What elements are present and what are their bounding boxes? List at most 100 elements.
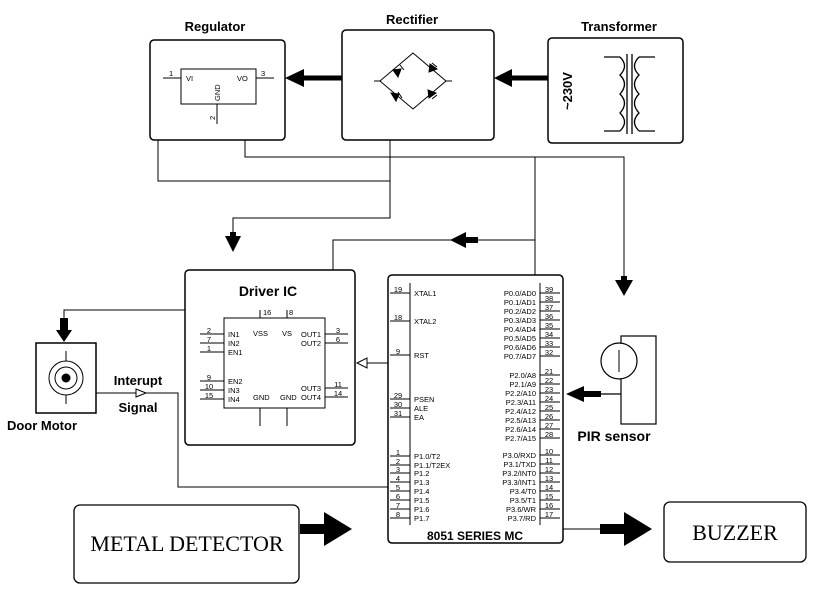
door-motor-label: Door Motor [7, 418, 77, 433]
mc-left-pin-num: 7 [396, 501, 400, 510]
transformer-title: Transformer [581, 19, 657, 34]
mc-right-pin-num: 22 [545, 376, 553, 385]
mc-right-pin-num: 34 [545, 330, 553, 339]
mc-left-pin-name: ALE [414, 404, 428, 413]
driver-right-pin-name: OUT4 [301, 393, 321, 402]
mc-left-pin-name: EA [414, 413, 424, 422]
mc-left-pin-name: P1.0/T2 [414, 452, 440, 461]
mc-right-pin-num: 10 [545, 447, 553, 456]
rectifier-title: Rectifier [386, 12, 438, 27]
mc-left-pin-name: XTAL2 [414, 317, 436, 326]
mc-right-pin-name: P0.7/AD7 [504, 352, 536, 361]
driver-left-pin-num: 1 [207, 344, 211, 353]
driver-ic-chip [223, 317, 326, 409]
regulator-chip [180, 68, 257, 105]
driver-gnd2: GND [280, 393, 297, 402]
mc-title: 8051 SERIES MC [427, 529, 523, 543]
mc-left-pin-name: P1.6 [414, 505, 429, 514]
mc-right-pin-name: P0.4/AD4 [504, 325, 536, 334]
mc-left-pin-num: 8 [396, 510, 400, 519]
driver-left-pin-name: IN4 [228, 395, 240, 404]
mc-right-pin-num: 23 [545, 385, 553, 394]
mc-right-pin-name: P2.6/A14 [505, 425, 536, 434]
mc-left-pin-num: 3 [396, 465, 400, 474]
mc-right-pin-name: P3.5/T1 [510, 496, 536, 505]
driver-right-pin-name: OUT1 [301, 330, 321, 339]
mc-right-pin-name: P0.2/AD2 [504, 307, 536, 316]
mc-right-pin-name: P0.0/AD0 [504, 289, 536, 298]
driver-left-pin-num: 15 [205, 391, 213, 400]
metal-detector-box [73, 504, 300, 584]
regulator-pin3: 3 [261, 69, 265, 78]
mc-right-pin-name: P0.1/AD1 [504, 298, 536, 307]
mc-right-pin-name: P2.5/A13 [505, 416, 536, 425]
mc-right-pin-name: P2.4/A12 [505, 407, 536, 416]
mc-right-pin-num: 39 [545, 285, 553, 294]
buzzer-label: BUZZER [692, 520, 778, 545]
mc-right-pin-name: P2.1/A9 [509, 380, 536, 389]
mc-right-pin-num: 15 [545, 492, 553, 501]
mc-left-pin-num: 4 [396, 474, 400, 483]
mc-left-pin-num: 18 [394, 313, 402, 322]
mc-right-pin-num: 17 [545, 510, 553, 519]
driver-ic-title: Driver IC [239, 283, 297, 299]
driver-left-pin-name: EN1 [228, 348, 243, 357]
mc-right-pin-name: P2.3/A11 [506, 398, 536, 407]
mc-box [387, 274, 564, 544]
mc-right-pin-name: P2.0/A8 [509, 371, 536, 380]
mc-right-pin-name: P3.7/RD [508, 514, 537, 523]
mc-right-pin-num: 11 [545, 456, 553, 465]
regulator-title: Regulator [185, 19, 246, 34]
driver-right-pin-name: OUT2 [301, 339, 321, 348]
transformer-box [547, 37, 684, 144]
mc-left-pin-num: 19 [394, 285, 402, 294]
mc-right-pin-num: 32 [545, 348, 553, 357]
mc-left-pin-name: XTAL1 [414, 289, 436, 298]
driver-left-pin-num: 10 [205, 382, 213, 391]
driver-left-pin-num: 9 [207, 373, 211, 382]
mc-left-pin-num: 9 [396, 347, 400, 356]
metal-detector-label: METAL DETECTOR [90, 531, 283, 556]
driver-right-pin-num: 14 [334, 389, 342, 398]
driver-right-pin-num: 11 [334, 380, 342, 389]
driver-right-pin-num: 6 [336, 335, 340, 344]
regulator-vo: VO [237, 74, 248, 83]
driver-vss: VSS [253, 329, 268, 338]
mc-left-pin-name: PSEN [414, 395, 434, 404]
mc-left-pin-name: RST [414, 351, 429, 360]
transformer-symbol [604, 54, 655, 134]
mc-right-pin-num: 25 [545, 403, 553, 412]
driver-left-pin-num: 2 [207, 326, 211, 335]
driver-vs: VS [282, 329, 292, 338]
mc-left-pin-name: P1.1/T2EX [414, 461, 450, 470]
mc-right-pin-name: P0.3/AD3 [504, 316, 536, 325]
mc-right-pin-name: P3.0/RXD [503, 451, 537, 460]
driver-gnd1: GND [253, 393, 270, 402]
mc-left-pin-num: 31 [394, 409, 402, 418]
driver-left-pin-name: IN1 [228, 330, 240, 339]
mc-right-pin-name: P3.1/TXD [503, 460, 536, 469]
mc-right-pin-num: 14 [545, 483, 553, 492]
mc-right-pin-num: 24 [545, 394, 553, 403]
driver-left-pin-name: EN2 [228, 377, 243, 386]
mc-right-pin-num: 16 [545, 501, 553, 510]
mc-right-pin-num: 12 [545, 465, 553, 474]
driver-left-pin-name: IN2 [228, 339, 240, 348]
mc-left-pin-num: 6 [396, 492, 400, 501]
mc-left-pin-name: P1.4 [414, 487, 429, 496]
mc-right-pin-name: P3.2/INT0 [502, 469, 536, 478]
mc-right-pin-num: 37 [545, 303, 553, 312]
driver-left-pin-num: 7 [207, 335, 211, 344]
mc-right-pins: 39P0.0/AD038P0.1/AD137P0.2/AD236P0.3/AD3… [502, 285, 560, 523]
mc-right-pin-name: P3.4/T0 [510, 487, 536, 496]
supply-wires [157, 140, 625, 280]
rectifier-box [341, 29, 495, 141]
regulator-pin2: 2 [208, 116, 217, 120]
mc-right-pin-num: 26 [545, 412, 553, 421]
mc-left-pin-num: 2 [396, 457, 400, 466]
buzzer-box [663, 501, 807, 563]
mc-right-pin-num: 38 [545, 294, 553, 303]
